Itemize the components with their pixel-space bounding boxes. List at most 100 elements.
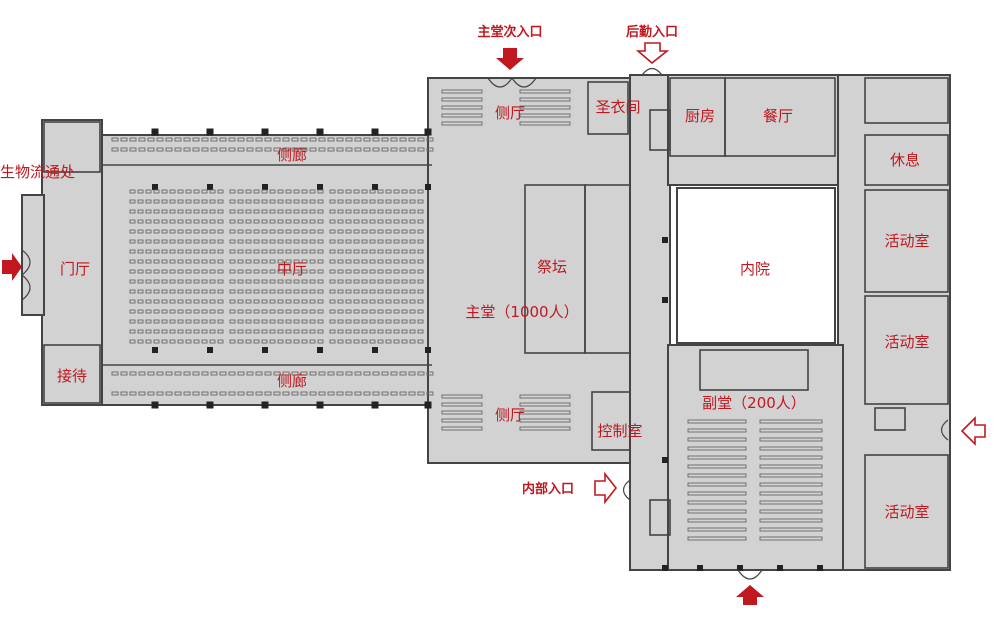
seat-row [441, 113, 483, 118]
seat-row [409, 249, 416, 254]
seat-row [369, 329, 376, 334]
seat-row [217, 309, 224, 314]
column [424, 128, 432, 136]
seat-row [417, 299, 424, 304]
seat-row [261, 229, 268, 234]
seat-row [129, 209, 136, 214]
seat-row [293, 309, 300, 314]
seat-row [687, 491, 747, 496]
room-label-activity-1: 活动室 [884, 232, 929, 250]
seat-row [261, 199, 268, 204]
seat-row [217, 339, 224, 344]
seat-row [353, 289, 360, 294]
seat-row [229, 309, 236, 314]
seat-row [156, 137, 164, 142]
column [262, 184, 268, 190]
seat-row [441, 105, 483, 110]
seat-row [377, 289, 384, 294]
seat-row [337, 239, 344, 244]
seat-row [282, 391, 290, 396]
seat-row [285, 209, 292, 214]
seat-row [145, 219, 152, 224]
seat-row [401, 279, 408, 284]
seat-row [277, 199, 284, 204]
seat-row [185, 329, 192, 334]
seat-row [156, 371, 164, 376]
seat-row [353, 299, 360, 304]
seat-row [177, 199, 184, 204]
arrow-right-filled [2, 253, 22, 281]
seat-row [399, 371, 407, 376]
seat-row [147, 371, 155, 376]
seat-row [293, 239, 300, 244]
seat-row [393, 319, 400, 324]
seat-row [519, 410, 571, 415]
seat-row [261, 319, 268, 324]
seat-row [145, 189, 152, 194]
seat-row [361, 249, 368, 254]
seat-row [417, 289, 424, 294]
seat-row [237, 229, 244, 234]
seat-row [417, 189, 424, 194]
seat-row [269, 309, 276, 314]
seat-row [217, 229, 224, 234]
seat-row [285, 199, 292, 204]
seat-row [165, 391, 173, 396]
seat-row [337, 189, 344, 194]
seat-row [261, 329, 268, 334]
seat-row [253, 219, 260, 224]
labels: 主堂次入口 后勤入口 内部入口 侧厅 侧厅 侧廊 侧廊 中厅 门厅 接待 生物流… [0, 24, 930, 521]
seat-row [329, 329, 336, 334]
seat-row [145, 339, 152, 344]
seat-row [192, 147, 200, 152]
seat-row [369, 229, 376, 234]
seat-row [381, 391, 389, 396]
seat-row [353, 249, 360, 254]
seat-row [441, 418, 483, 423]
seat-row [277, 299, 284, 304]
seat-row [269, 269, 276, 274]
wall-layer [21, 74, 951, 571]
seat-row [361, 259, 368, 264]
seat-row [153, 329, 160, 334]
seat-row [161, 229, 168, 234]
seat-row [153, 189, 160, 194]
seat-row [293, 279, 300, 284]
seat-row [409, 189, 416, 194]
seat-row [293, 289, 300, 294]
seat-row [327, 391, 335, 396]
seat-row [385, 229, 392, 234]
seat-row [293, 219, 300, 224]
seat-row [393, 309, 400, 314]
seat-row [237, 391, 245, 396]
seat-row [209, 239, 216, 244]
room-label-control-room: 控制室 [597, 422, 642, 440]
seat-row [301, 319, 308, 324]
seat-row [337, 249, 344, 254]
seat-row [417, 391, 425, 396]
seat-row [329, 199, 336, 204]
seat-row [361, 319, 368, 324]
seat-row [399, 391, 407, 396]
seat-row [177, 319, 184, 324]
seat-row [177, 249, 184, 254]
seat-row [385, 309, 392, 314]
column [817, 565, 823, 571]
seat-row [255, 371, 263, 376]
seat-row [161, 269, 168, 274]
seat-row [137, 219, 144, 224]
seat-row [245, 289, 252, 294]
seat-row [174, 371, 182, 376]
seat-row [253, 259, 260, 264]
seat-row [111, 391, 119, 396]
seat-row [169, 279, 176, 284]
seat-row [277, 219, 284, 224]
seat-row [183, 391, 191, 396]
seat-row [169, 189, 176, 194]
seat-row [120, 137, 128, 142]
seat-row [209, 219, 216, 224]
seat-row [401, 299, 408, 304]
room-label-courtyard: 内院 [740, 260, 770, 278]
seat-row [217, 319, 224, 324]
seat-row [393, 219, 400, 224]
